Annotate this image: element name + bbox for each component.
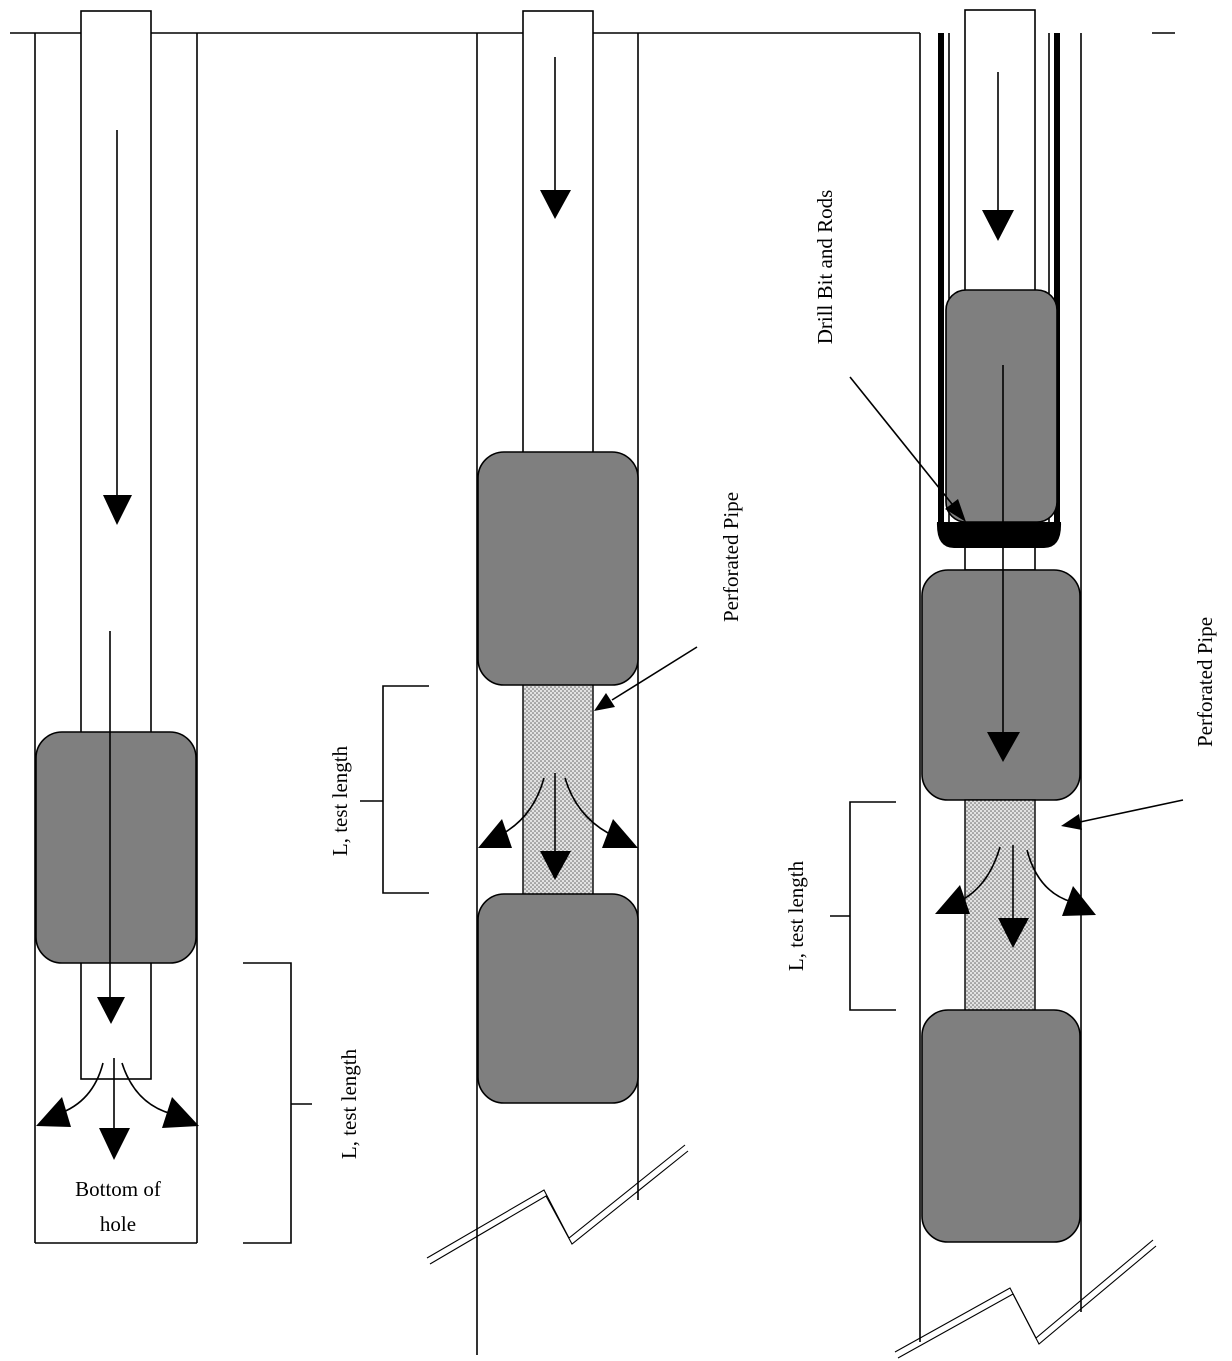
flow-arrow-left	[478, 777, 545, 848]
panel-single-packer: Bottom of hole L, test length	[34, 10, 361, 1244]
drill-bit-label: Drill Bit and Rods	[813, 190, 837, 345]
flow-arrow-down	[987, 365, 1020, 762]
perforated-pipe	[964, 799, 1036, 1013]
borehole-wall	[919, 33, 1082, 1342]
upper-packer	[477, 451, 639, 686]
borehole-wall	[34, 33, 198, 1244]
flow-arrow-down	[99, 1058, 130, 1160]
flow-arrow-right	[121, 1062, 199, 1128]
flow-arrow-right	[1026, 849, 1096, 916]
perforated-pipe-label: Perforated Pipe	[1193, 617, 1217, 747]
flow-arrow-left	[36, 1062, 104, 1127]
flow-arrow-right	[564, 777, 638, 848]
pointer-arrow	[849, 376, 966, 522]
casing-pipe	[522, 10, 594, 457]
bottom-of-hole-label: hole	[100, 1212, 136, 1236]
flow-arrow-down	[540, 57, 571, 219]
test-length-label: L, test length	[328, 745, 352, 856]
pointer-arrow	[1061, 799, 1184, 830]
panel-double-packer: Perforated Pipe L, test length	[328, 10, 743, 1355]
drill-bit	[936, 522, 1062, 548]
test-length-bracket	[830, 801, 896, 1011]
flow-arrow-down	[982, 72, 1014, 241]
lower-packer	[477, 893, 639, 1104]
flow-arrow-left	[935, 846, 1001, 914]
lower-packer	[921, 1009, 1081, 1243]
flow-arrow-down	[97, 631, 125, 1024]
test-length-label: L, test length	[337, 1048, 361, 1159]
test-length-label: L, test length	[784, 860, 808, 971]
pointer-arrow	[594, 646, 698, 711]
break-line	[894, 1239, 1157, 1359]
middle-packer	[921, 569, 1081, 801]
bottom-of-hole-label: Bottom of	[75, 1177, 161, 1201]
upper-packer	[945, 289, 1058, 523]
test-length-bracket	[360, 685, 429, 894]
packer	[35, 731, 197, 964]
break-line	[426, 1144, 689, 1265]
perforated-pipe-label: Perforated Pipe	[719, 492, 743, 622]
panel-drill-rods: Drill Bit and Rods Perforated Pipe L, te…	[784, 9, 1217, 1359]
flow-arrow-down	[103, 130, 132, 525]
test-length-bracket	[243, 962, 312, 1244]
flow-arrow-down	[540, 773, 571, 880]
flow-arrow-down	[998, 845, 1029, 948]
